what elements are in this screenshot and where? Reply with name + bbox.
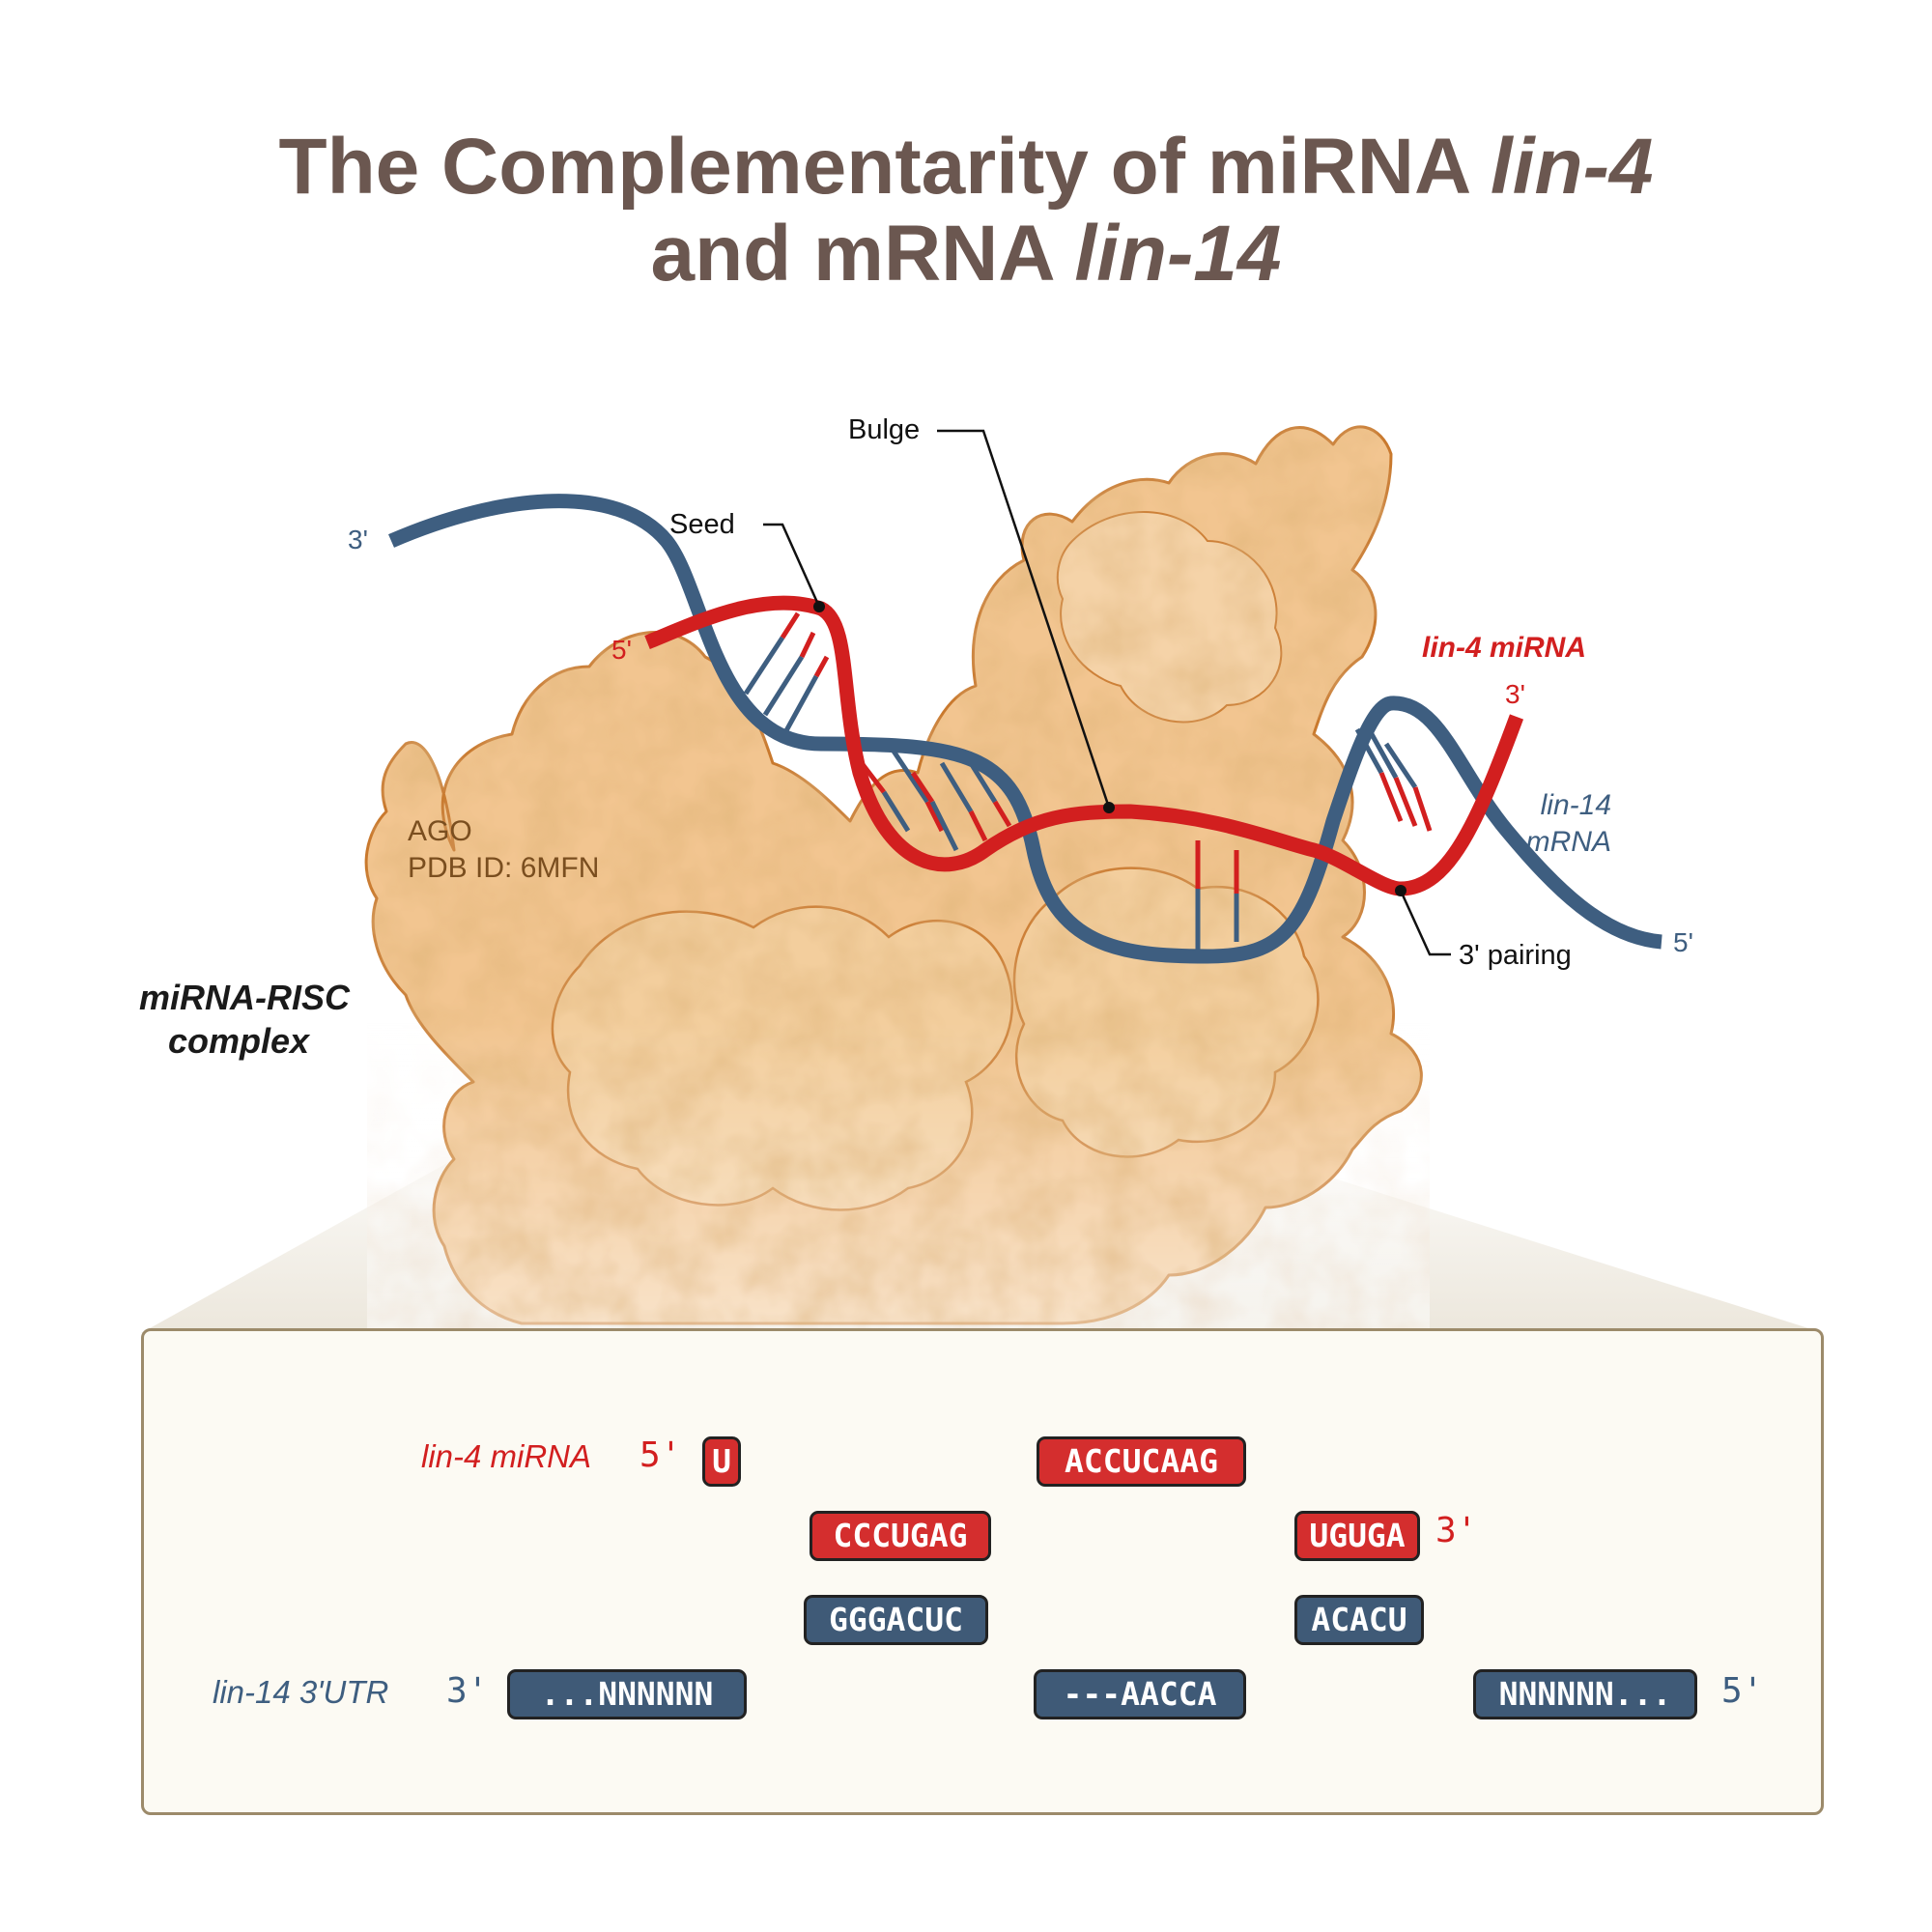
- complex-label-line1: miRNA-RISC: [139, 978, 351, 1017]
- bulge-point: [1103, 802, 1115, 813]
- base-pair: [968, 810, 988, 842]
- pairing-leader: [1399, 890, 1451, 956]
- pdb-id: PDB ID: 6MFN: [408, 852, 599, 884]
- base-pair: [1369, 732, 1399, 780]
- base-pair: [1412, 786, 1433, 832]
- title-line1-gene: lin-4: [1490, 123, 1654, 211]
- alignment-mrna-5: 5': [1721, 1671, 1764, 1711]
- protein-name: AGO: [408, 815, 472, 847]
- mirna-5-end: 5': [611, 635, 632, 665]
- base-pair: [780, 611, 801, 639]
- base-pair: [910, 771, 935, 804]
- base-pair: [929, 800, 959, 852]
- mrna-label-line2: mRNA: [1526, 826, 1611, 858]
- base-pair: [762, 655, 805, 717]
- pairing-label: 3' pairing: [1459, 940, 1572, 971]
- seed-label: Seed: [669, 509, 735, 540]
- sequence-alignment-panel: [141, 1328, 1824, 1815]
- base-pair: [781, 674, 819, 736]
- mirna-segment-1: U: [702, 1436, 741, 1487]
- base-pair: [813, 655, 830, 678]
- title-line2-gene: lin-14: [1074, 210, 1282, 298]
- base-pair: [939, 761, 974, 813]
- mrna-strand: [388, 494, 1662, 964]
- bulge-label: Bulge: [848, 414, 920, 445]
- mirna-label: lin-4 miRNA: [1422, 632, 1586, 664]
- base-pair: [886, 742, 930, 804]
- base-pair: [992, 800, 1012, 828]
- alignment-mirna-3: 3': [1435, 1511, 1478, 1550]
- mrna-segment-5: NNNNNN...: [1473, 1669, 1697, 1719]
- base-pairs: [743, 611, 1433, 952]
- title-line1: The Complementarity of miRNA: [278, 123, 1491, 211]
- base-pair: [881, 790, 911, 833]
- mrna-5-end: 5': [1673, 927, 1693, 957]
- alignment-mrna-label: lin-14 3'UTR: [213, 1674, 389, 1710]
- callouts: [763, 429, 1451, 956]
- mrna-segment-3: ---AACCA: [1034, 1669, 1246, 1719]
- base-pair: [743, 636, 785, 696]
- mirna-segment-4: UGUGA: [1294, 1511, 1420, 1561]
- bulge-leader: [937, 429, 1111, 809]
- alignment-mirna-label: lin-4 miRNA: [421, 1438, 592, 1474]
- mrna-segment-2: GGGACUC: [804, 1595, 988, 1645]
- base-pair: [799, 631, 816, 659]
- base-pair: [1383, 742, 1418, 789]
- mirna-3-end: 3': [1505, 679, 1525, 709]
- alignment-mrna-3: 3': [446, 1671, 489, 1711]
- base-pair: [968, 761, 998, 804]
- mirna-segment-2: CCCUGAG: [810, 1511, 991, 1561]
- alignment-mirna-5: 5': [639, 1435, 682, 1475]
- base-pair: [1393, 777, 1418, 827]
- mrna-segment-1: ...NNNNNN: [507, 1669, 747, 1719]
- mrna-label-line1: lin-14: [1541, 789, 1611, 821]
- mrna-3-end: 3': [348, 525, 368, 554]
- complex-label-line2: complex: [168, 1021, 311, 1061]
- base-pair: [924, 800, 945, 833]
- seed-point: [813, 601, 825, 612]
- page-title: The Complementarity of miRNA lin-4 and m…: [0, 124, 1932, 298]
- mirna-segment-3: ACCUCAAG: [1037, 1436, 1246, 1487]
- base-pair: [1378, 772, 1404, 822]
- mrna-segment-4: ACACU: [1294, 1595, 1424, 1645]
- title-line2: and mRNA: [650, 210, 1075, 298]
- seed-leader: [763, 523, 821, 608]
- pairing-point: [1395, 885, 1406, 896]
- ago-protein: [364, 425, 1430, 1352]
